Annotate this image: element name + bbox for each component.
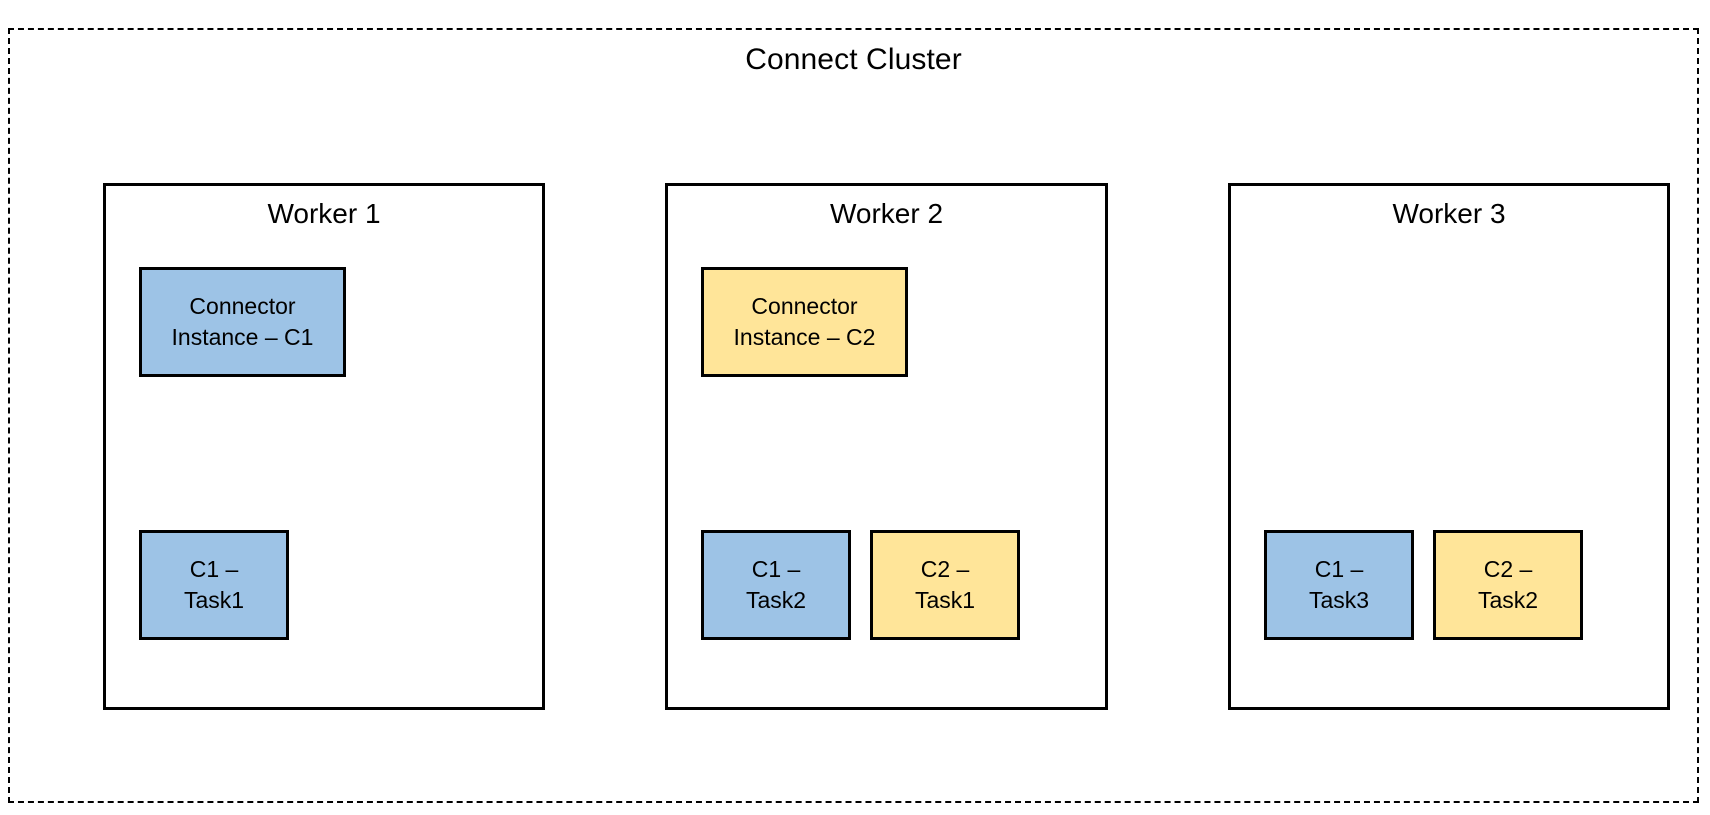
task-box-c1-task1-label: C1 – Task1 — [183, 556, 245, 613]
connect-cluster-container: Connect Cluster Worker 1 Connector Insta… — [8, 28, 1699, 803]
task-box-c1-task2-label: C1 – Task2 — [745, 556, 807, 613]
worker-title-2: Worker 2 — [829, 198, 944, 229]
worker-title-3: Worker 3 — [1392, 198, 1506, 229]
worker-box-1[interactable]: Worker 1 Connector Instance – C1 C1 – Ta… — [103, 183, 545, 710]
worker-box-2[interactable]: Worker 2 Connector Instance – C2 C1 – Ta… — [665, 183, 1108, 710]
connector-instance-c1[interactable]: Connector Instance – C1 — [139, 267, 346, 377]
connector-instance-c2[interactable]: Connector Instance – C2 — [701, 267, 908, 377]
task-box-c2-task2-label: C2 – Task2 — [1477, 556, 1539, 613]
worker-box-3[interactable]: Worker 3 C1 – Task3 C2 – Task2 — [1228, 183, 1670, 710]
task-box-c2-task1-label: C2 – Task1 — [914, 556, 976, 613]
connector-instance-c2-label: Connector Instance – C2 — [733, 293, 876, 350]
task-box-c1-task1[interactable]: C1 – Task1 — [139, 530, 289, 640]
worker-title-1: Worker 1 — [267, 198, 381, 229]
task-box-c1-task3-label: C1 – Task3 — [1308, 556, 1370, 613]
task-box-c1-task2[interactable]: C1 – Task2 — [701, 530, 851, 640]
task-box-c2-task1[interactable]: C2 – Task1 — [870, 530, 1020, 640]
task-box-c1-task3[interactable]: C1 – Task3 — [1264, 530, 1414, 640]
connector-instance-c1-label: Connector Instance – C1 — [171, 293, 314, 350]
cluster-title: Connect Cluster — [745, 43, 962, 76]
task-box-c2-task2[interactable]: C2 – Task2 — [1433, 530, 1583, 640]
